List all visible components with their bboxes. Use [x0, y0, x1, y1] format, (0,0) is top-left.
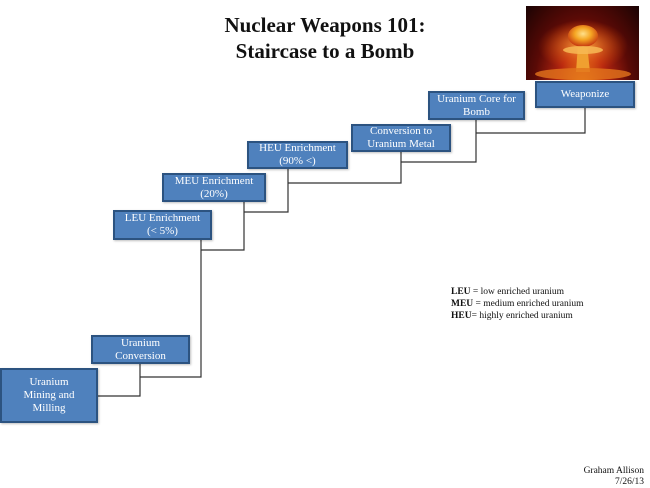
abbreviation-legend: LEU = low enriched uranium MEU = medium … — [451, 286, 584, 322]
author-name: Graham Allison — [583, 466, 644, 476]
step-label-line: MEU Enrichment — [174, 174, 254, 187]
legend-abbr: MEU — [451, 299, 474, 309]
step-uranium-mining-milling: Uranium Mining and Milling — [0, 368, 98, 423]
mushroom-cloud-image — [526, 6, 639, 80]
step-conversion-to-uranium-metal: Conversion to Uranium Metal — [351, 124, 451, 152]
connector-metal-core — [401, 120, 477, 163]
author-date: 7/26/13 — [614, 477, 644, 487]
author-credit: Graham Allison 7/26/13 — [584, 466, 644, 488]
step-label-line: (20%) — [200, 187, 228, 200]
legend-abbr: HEU — [451, 311, 472, 321]
step-label-line: Uranium Core for — [437, 92, 516, 105]
step-heu-enrichment: HEU Enrichment (90% <) — [247, 141, 348, 169]
title-line-1: Nuclear Weapons 101: — [224, 13, 426, 37]
mushroom-cloud-icon — [535, 20, 631, 80]
connector-conversion-leu — [140, 240, 202, 378]
legend-row-heu: HEU= highly enriched uranium — [451, 310, 584, 322]
step-leu-enrichment: LEU Enrichment (< 5%) — [113, 210, 212, 240]
legend-abbr: LEU — [451, 287, 471, 297]
step-uranium-conversion: Uranium Conversion — [91, 335, 190, 364]
step-label-line: Weaponize — [560, 88, 610, 100]
legend-row-leu: LEU = low enriched uranium — [451, 286, 584, 298]
step-uranium-core-for-bomb: Uranium Core for Bomb — [428, 91, 525, 120]
step-weaponize: Weaponize — [535, 81, 635, 108]
step-label-line: Uranium — [120, 336, 161, 349]
step-label-line: (90% <) — [279, 155, 316, 167]
connector-mining-conversion — [98, 364, 141, 397]
legend-text: = low enriched uranium — [470, 287, 565, 297]
legend-row-meu: MEU = medium enriched uranium — [451, 298, 584, 310]
step-label-line: (< 5%) — [147, 225, 178, 237]
connector-leu-meu — [201, 201, 245, 251]
legend-text: = medium enriched uranium — [473, 299, 584, 309]
step-label-line: Bomb — [463, 105, 490, 118]
step-label-line: Uranium Metal — [367, 138, 435, 150]
step-label-line: HEU Enrichment — [259, 142, 336, 154]
legend-text: = highly enriched uranium — [471, 311, 573, 321]
step-label-line: LEU Enrichment — [124, 212, 201, 224]
page-title: Nuclear Weapons 101: Staircase to a Bomb — [150, 12, 500, 64]
step-label-line: Conversion — [115, 349, 166, 362]
step-label-line: Milling — [32, 402, 66, 414]
step-meu-enrichment: MEU Enrichment (20%) — [162, 173, 266, 202]
step-label-line: Conversion to — [369, 125, 433, 137]
title-line-2: Staircase to a Bomb — [235, 39, 415, 63]
step-label-line: Uranium — [29, 376, 69, 388]
connector-core-weaponize — [476, 108, 586, 134]
step-label-line: Mining and — [23, 389, 75, 401]
